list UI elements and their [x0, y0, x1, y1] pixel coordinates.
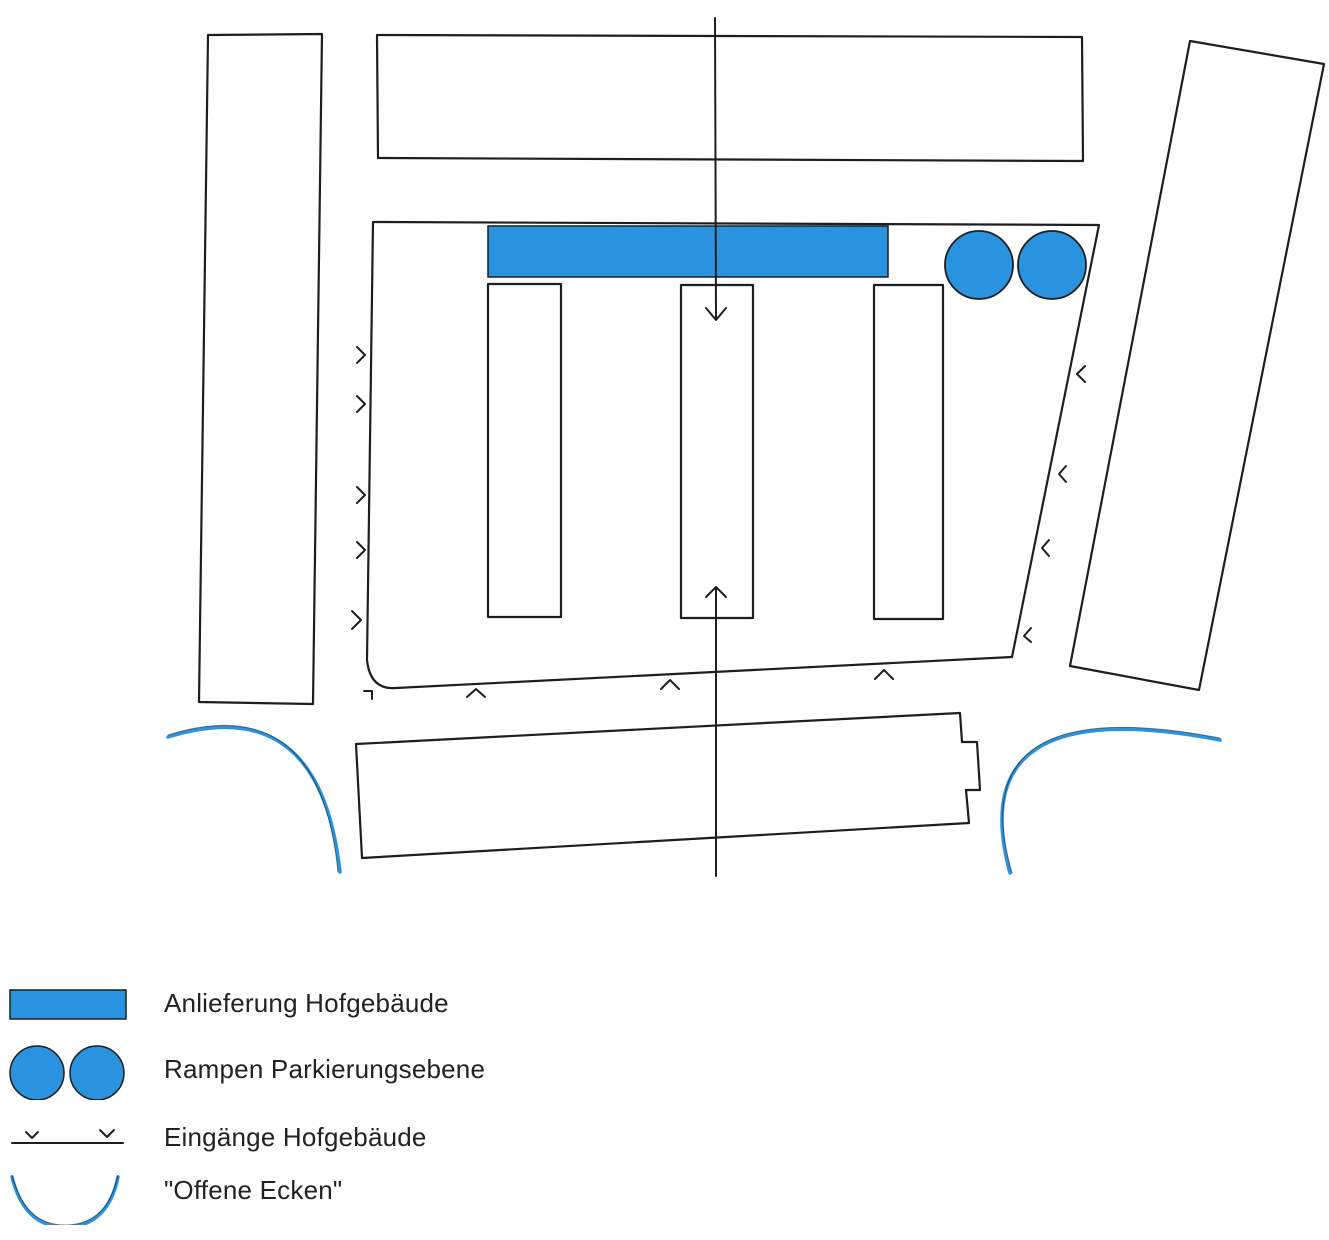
arrow-down: [705, 307, 727, 321]
entrance-marker-icon: [11, 1129, 124, 1144]
legend-item-ramps: Rampen Parkierungsebene: [0, 1040, 700, 1100]
entrance-markers: [351, 346, 1086, 700]
building-west: [197, 32, 324, 706]
legend-label-ramps: Rampen Parkierungsebene: [164, 1054, 486, 1084]
legend-item-entrances: Eingänge Hofgebäude: [0, 1110, 700, 1170]
building-north: [375, 33, 1085, 163]
central-block-outline: [365, 220, 1101, 690]
parking-ramps: [944, 230, 1087, 300]
site-plan: [166, 17, 1326, 877]
courtyard-building-2: [679, 283, 755, 620]
ramp-circles-icon: [9, 1045, 125, 1100]
open-corner-arc-icon: [10, 1174, 120, 1225]
legend-label-open-corners: "Offene Ecken": [164, 1175, 343, 1205]
ramp-circle-2: [1017, 230, 1087, 300]
legend-label-delivery: Anlieferung Hofgebäude: [164, 988, 449, 1018]
building-east: [1068, 39, 1326, 692]
delivery-bar-icon: [9, 989, 127, 1020]
legend: Anlieferung Hofgebäude Rampen Parkierung…: [0, 970, 700, 1230]
open-corner-west: [166, 725, 342, 874]
legend-item-delivery: Anlieferung Hofgebäude: [0, 975, 700, 1035]
axis-line-north: [714, 17, 717, 319]
open-corner-east: [1000, 727, 1222, 875]
legend-label-entrances: Eingänge Hofgebäude: [164, 1122, 427, 1152]
building-south: [354, 711, 982, 860]
arrow-up: [705, 586, 727, 598]
courtyard-building-1: [486, 282, 563, 619]
ramp-circle-1: [944, 230, 1014, 300]
delivery-bar: [487, 225, 889, 278]
courtyard-building-3: [872, 283, 945, 621]
legend-item-open-corners: "Offene Ecken": [0, 1165, 700, 1225]
